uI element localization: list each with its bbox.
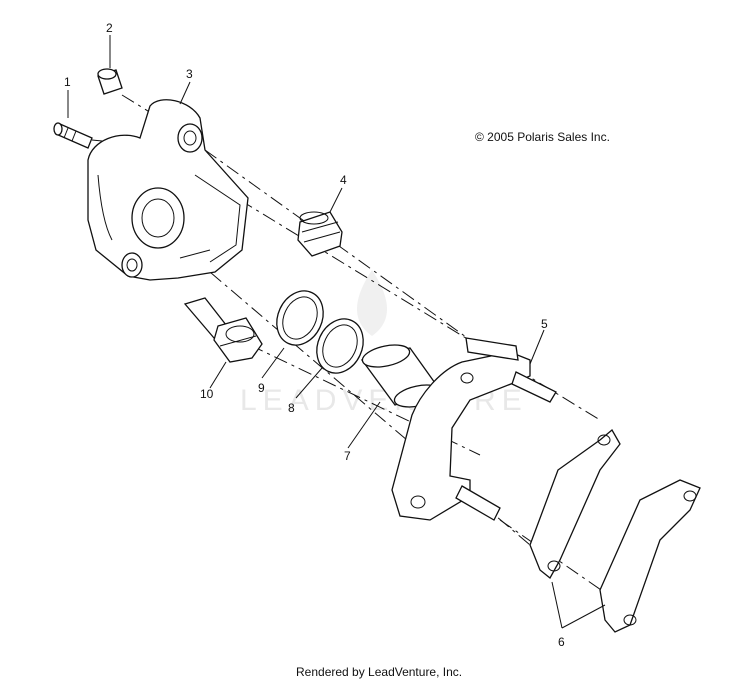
part-dust-cap	[97, 68, 123, 95]
part-seal-ring-9	[276, 290, 324, 346]
part-bleeder-screw	[53, 122, 93, 149]
part-boot	[297, 211, 343, 257]
callout-2: 2	[106, 21, 113, 35]
part-seal-ring-8	[316, 318, 364, 374]
footer-text: Rendered by LeadVenture, Inc.	[296, 665, 462, 679]
callout-8: 8	[288, 401, 295, 415]
callout-6: 6	[558, 635, 565, 649]
part-brake-pad-left	[529, 429, 621, 579]
callout-3: 3	[186, 67, 193, 81]
callout-7: 7	[344, 449, 351, 463]
callout-9: 9	[258, 381, 265, 395]
callout-10: 10	[200, 387, 214, 401]
part-caliper-body	[87, 99, 249, 281]
callout-labels: 1 2 3 4 5 6 7 8 9 10	[64, 21, 565, 649]
part-guide-pin-boot	[183, 297, 263, 363]
copyright-text: © 2005 Polaris Sales Inc.	[475, 130, 610, 144]
callout-5: 5	[541, 317, 548, 331]
watermark-flame-icon	[357, 270, 387, 336]
callout-4: 4	[340, 173, 347, 187]
leader-lines	[67, 35, 606, 629]
part-caliper-bracket	[391, 337, 557, 521]
callout-1: 1	[64, 75, 71, 89]
part-brake-pad-right	[599, 479, 701, 633]
